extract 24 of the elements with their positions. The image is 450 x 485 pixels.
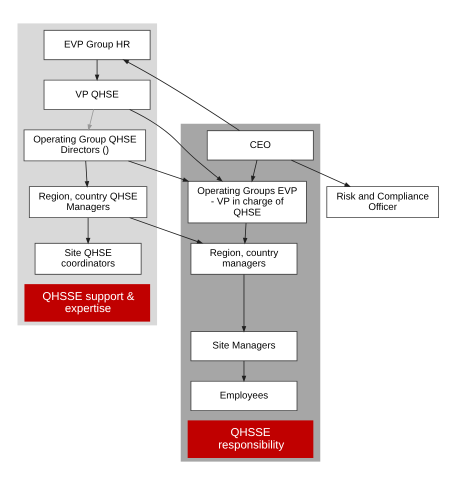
node-box: Operating Group QHSE Directors (): [24, 129, 146, 162]
arrow: [128, 160, 190, 182]
arrow: [88, 109, 94, 131]
node-box: EVP Group HR: [44, 30, 151, 60]
arrow: [94, 59, 100, 82]
node-box: Site QHSE coordinators: [34, 242, 142, 275]
node-box: Region, country QHSE Managers: [28, 186, 148, 218]
node-box: Employees: [190, 380, 298, 412]
node-box: Risk and Compliance Officer: [326, 186, 440, 218]
node-box: Site Managers: [190, 331, 298, 362]
node-box: Operating Groups EVP - VP in charge of QHSE: [188, 180, 307, 224]
node-box: Region, country managers: [190, 242, 298, 275]
arrow: [86, 217, 90, 244]
arrow: [251, 160, 258, 182]
arrow: [122, 59, 240, 131]
arrow: [242, 360, 246, 382]
arrow: [129, 109, 223, 182]
arrow: [290, 160, 352, 188]
node-box: CEO: [206, 130, 314, 160]
arrow: [84, 160, 90, 188]
node-box: VP QHSE: [44, 80, 151, 110]
arrow: [129, 217, 204, 244]
arrow: [242, 274, 246, 333]
arrow: [242, 222, 248, 244]
